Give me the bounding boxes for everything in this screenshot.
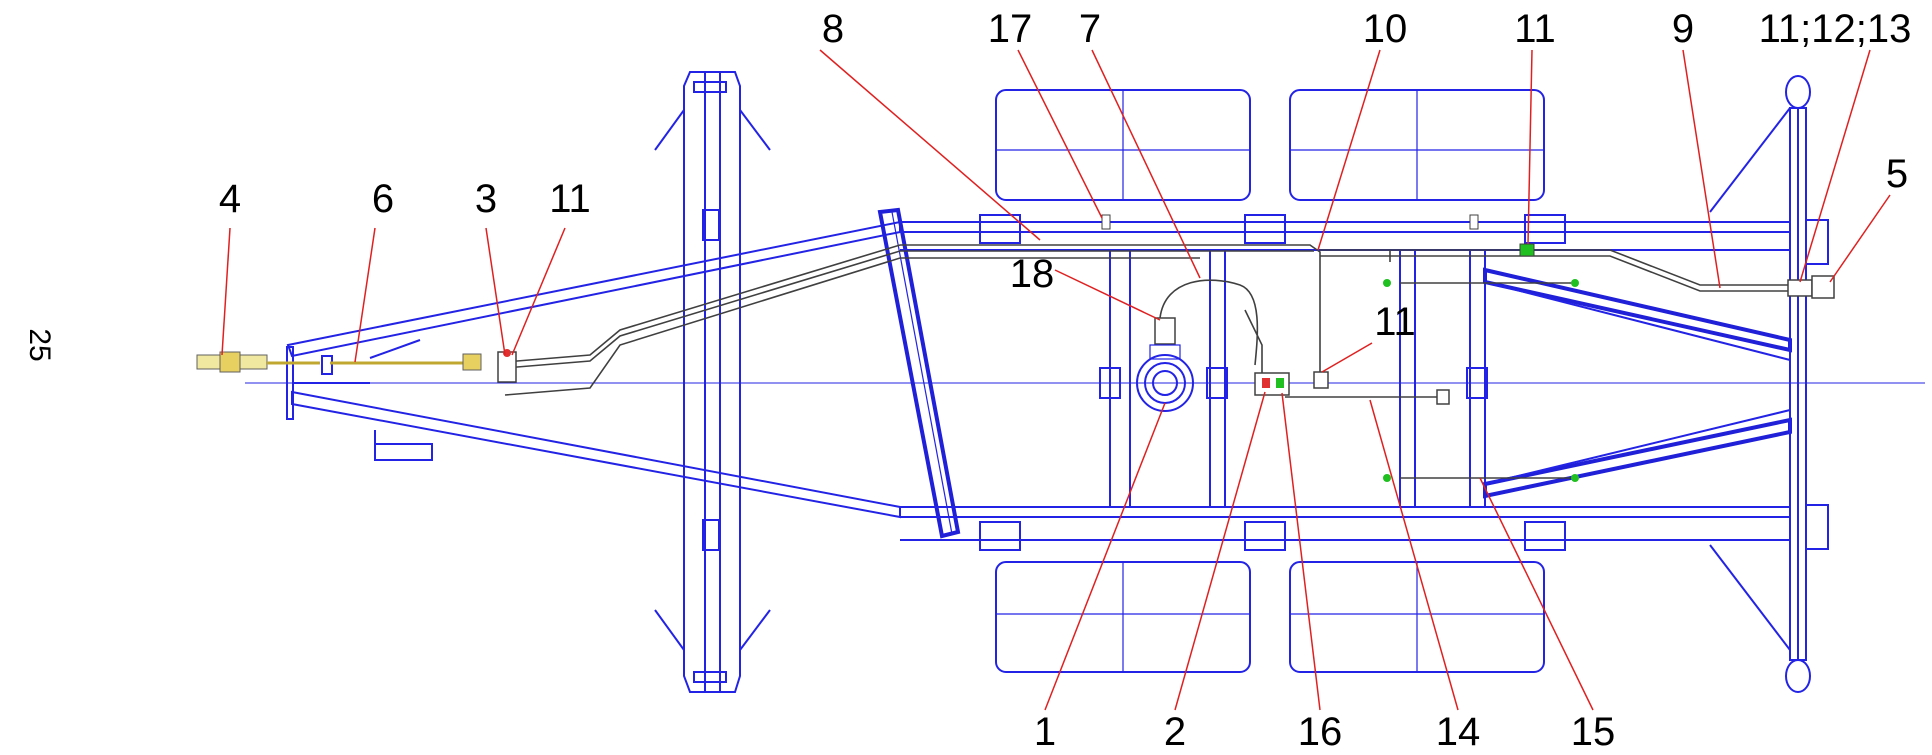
callout-11-12-13: 11;12;13 (1759, 7, 1912, 51)
callout-7: 7 (1079, 7, 1101, 51)
callout-6: 6 (372, 177, 394, 221)
wheels (979, 89, 1566, 673)
callout-5: 5 (1886, 152, 1908, 196)
callout-4: 4 (219, 177, 241, 221)
callout-10: 10 (1363, 7, 1408, 51)
brake-chamber-1 (1136, 344, 1194, 412)
callout-15: 15 (1571, 710, 1616, 754)
callout-14: 14 (1436, 710, 1481, 754)
callout-1: 1 (1034, 710, 1056, 754)
callout-11-top: 11 (1514, 7, 1556, 51)
callout-17: 17 (988, 7, 1033, 51)
callouts: 4 6 3 11 8 17 7 10 11 9 11;12;13 5 18 11… (219, 7, 1911, 754)
callout-11-left: 11 (549, 177, 591, 221)
callout-2: 2 (1164, 710, 1186, 754)
front-axle (654, 71, 771, 693)
callout-9: 9 (1672, 7, 1694, 51)
brake-lines (504, 244, 1790, 479)
callout-3: 3 (475, 177, 497, 221)
page-number: 25 (23, 328, 56, 361)
leader-lines (221, 49, 1891, 711)
drawbar (286, 220, 901, 519)
rear-beam (1709, 75, 1829, 693)
fitting-18 (1154, 317, 1176, 345)
steering-strut (877, 207, 961, 539)
fittings (497, 214, 1835, 482)
callout-8: 8 (822, 7, 844, 51)
callout-11-mid: 11 (1374, 300, 1416, 344)
callout-18: 18 (1010, 252, 1055, 296)
hose-6 (196, 351, 482, 373)
callout-16: 16 (1298, 710, 1343, 754)
